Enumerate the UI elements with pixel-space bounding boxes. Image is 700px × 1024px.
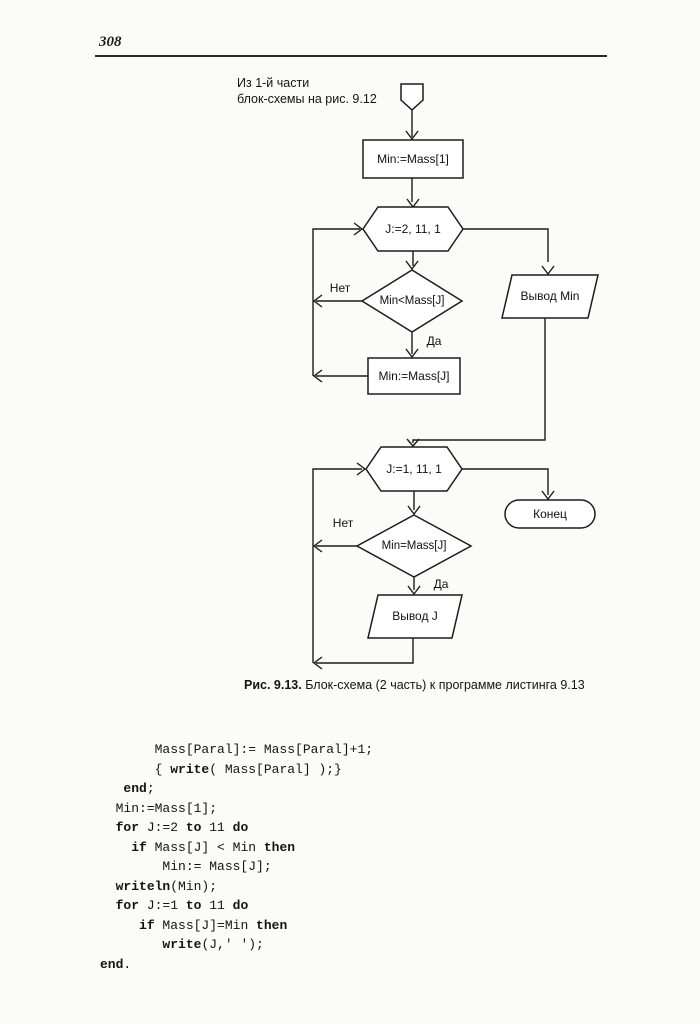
decision2-label: Min=Mass[J] bbox=[381, 540, 447, 552]
decision1-label: Min<Mass[J] bbox=[379, 295, 445, 307]
process-min-j-label: Min:=Mass[J] bbox=[378, 369, 450, 383]
arrowhead-left-icon bbox=[312, 369, 323, 383]
loop2-hexagon bbox=[365, 446, 463, 492]
connector-line bbox=[463, 228, 549, 262]
code-line: Mass[Paral]:= Mass[Paral]+1; bbox=[100, 742, 374, 757]
code-line: { write( Mass[Paral] );} bbox=[100, 761, 342, 777]
figure-caption-text: Блок-схема (2 часть) к программе листинг… bbox=[301, 678, 585, 692]
code-listing: Mass[Paral]:= Mass[Paral]+1; { write( Ma… bbox=[100, 740, 373, 974]
arrowhead-left-icon bbox=[312, 539, 323, 553]
connector-line bbox=[412, 318, 546, 443]
flow-shapes bbox=[355, 83, 599, 639]
arrowhead-down-icon bbox=[406, 438, 420, 448]
code-line: if Mass[J]=Min then bbox=[139, 917, 288, 933]
code-line: if Mass[J] < Min then bbox=[131, 839, 296, 855]
figure-caption: Рис. 9.13. Блок-схема (2 часть) к програ… bbox=[244, 678, 585, 692]
arrowhead-right-icon bbox=[356, 462, 367, 476]
end-terminator-label: Конец bbox=[533, 507, 567, 521]
flow-connectors bbox=[312, 110, 549, 664]
loop2-return-line bbox=[312, 468, 362, 663]
loop1-hexagon bbox=[362, 206, 464, 252]
branch-yes2-label: Да bbox=[433, 577, 449, 591]
code-line: for J:=2 to 11 do bbox=[115, 820, 249, 835]
decision1-diamond bbox=[360, 269, 464, 333]
arrowheads bbox=[312, 130, 555, 670]
decision2-diamond bbox=[355, 514, 473, 578]
intro-note-line2: блок-схемы на рис. 9.12 bbox=[237, 92, 377, 106]
arrowhead-right-icon bbox=[353, 222, 364, 236]
connector-line bbox=[462, 468, 549, 495]
branch-no1-label: Нет bbox=[329, 281, 351, 295]
output-min-parallelogram bbox=[501, 274, 599, 319]
arrowhead-down-icon bbox=[541, 490, 555, 501]
code-line: write(J,' '); bbox=[162, 937, 264, 952]
output-j-parallelogram bbox=[367, 594, 463, 639]
branch-no2-label: Нет bbox=[332, 516, 354, 530]
end-terminator-shape bbox=[504, 499, 596, 529]
code-line: for J:=1 to 11 do bbox=[115, 898, 249, 913]
flowchart: Из 1-й части блок-схемы на рис. 9.12 Min… bbox=[237, 75, 599, 670]
arrowhead-down-icon bbox=[541, 265, 555, 276]
flowchart-canvas bbox=[312, 83, 599, 670]
arrowhead-down-icon bbox=[405, 260, 419, 271]
code-line: Min:=Mass[1]; bbox=[100, 800, 218, 816]
loop2-label: J:=1, 11, 1 bbox=[386, 462, 442, 476]
arrowhead-left-icon bbox=[312, 294, 323, 308]
output-j-label: Вывод J bbox=[392, 609, 438, 623]
intro-note-line1: Из 1-й части bbox=[237, 76, 310, 90]
arrowhead-left-icon bbox=[312, 656, 323, 670]
process-min-first-label: Min:=Mass[1] bbox=[377, 152, 449, 166]
code-line: writeln(Min); bbox=[115, 878, 218, 894]
process-box-min-first bbox=[362, 139, 464, 179]
flowchart-intro-note: Из 1-й части блок-схемы на рис. 9.12 bbox=[237, 75, 377, 107]
header-rule bbox=[95, 55, 607, 57]
offpage-connector-shape bbox=[400, 83, 424, 112]
arrowhead-down-icon bbox=[406, 198, 420, 209]
figure-caption-number: Рис. 9.13. bbox=[244, 678, 302, 692]
arrowhead-down-icon bbox=[405, 130, 419, 141]
code-line: end. bbox=[100, 956, 132, 972]
output-min-label: Вывод Min bbox=[520, 289, 580, 303]
page-number: 308 bbox=[99, 34, 122, 50]
connector-line bbox=[316, 638, 414, 664]
code-line: Min:= Mass[J]; bbox=[100, 859, 272, 874]
arrowhead-down-icon bbox=[405, 348, 419, 359]
arrowhead-down-icon bbox=[407, 505, 421, 516]
branch-yes1-label: Да bbox=[426, 334, 442, 348]
loop1-return-line bbox=[312, 228, 360, 376]
loop1-label: J:=2, 11, 1 bbox=[385, 222, 441, 236]
process-box-min-j bbox=[367, 357, 461, 395]
code-line: end; bbox=[123, 781, 155, 796]
arrowhead-down-icon bbox=[407, 585, 421, 596]
